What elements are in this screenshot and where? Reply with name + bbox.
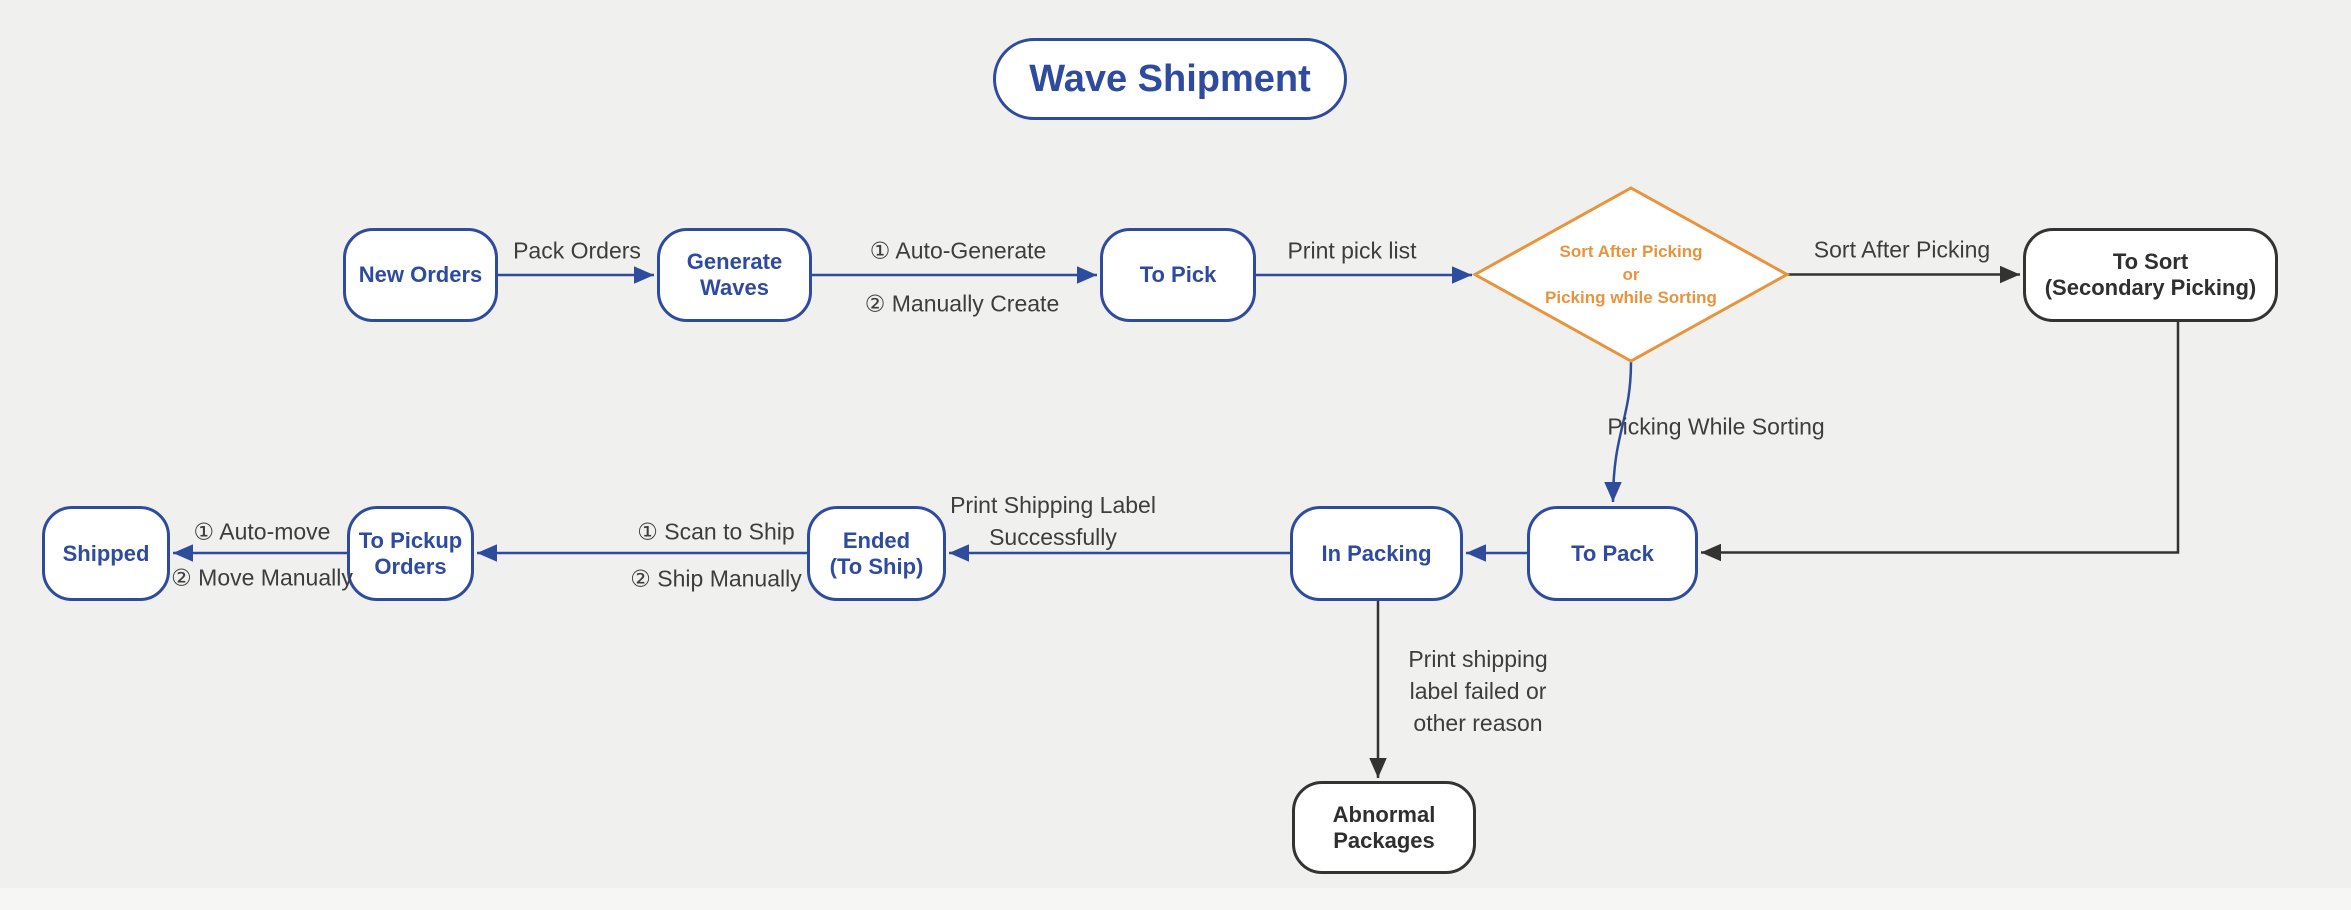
edge-label-print-label-success-line2: Successfully: [989, 524, 1117, 550]
node-ended-to-ship: Ended (To Ship): [807, 506, 946, 601]
node-to-pickup-line1: To Pickup: [358, 527, 463, 553]
node-ended-line2: (To Ship): [829, 553, 924, 579]
edge-label-manually-create: ② Manually Create: [864, 290, 1060, 317]
node-generate-waves-line2: Waves: [700, 275, 769, 300]
node-to-pickup-line2: Orders: [374, 553, 447, 579]
edge-label-pack-orders: Pack Orders: [513, 237, 641, 264]
edge-label-auto-move: ① Auto-move: [193, 518, 331, 545]
node-abnormal-line1: Abnormal: [1332, 801, 1436, 827]
node-to-sort-line1: To Sort: [2112, 249, 2189, 274]
edge-label-ship-manually: ② Ship Manually: [630, 565, 802, 592]
node-to-pick: To Pick: [1100, 228, 1256, 322]
decision-label-line1: Sort After Picking: [1559, 242, 1703, 261]
node-new-orders: New Orders: [343, 228, 498, 322]
edge-decision-to-to-pack: [1604, 361, 1633, 503]
edge-label-print-label-failed: Print shipping label failed or other rea…: [1408, 643, 1547, 739]
node-new-orders-label: New Orders: [358, 262, 483, 287]
edge-label-move-manually: ② Move Manually: [171, 564, 353, 591]
decision-label-line2: or: [1622, 265, 1640, 284]
decision-diamond-shape: [1471, 186, 1791, 363]
node-abnormal-packages: Abnormal Packages: [1292, 781, 1476, 874]
node-to-pickup-orders: To Pickup Orders: [347, 506, 474, 601]
node-shipped-label: Shipped: [62, 540, 150, 566]
node-generate-waves: Generate Waves: [657, 228, 812, 322]
node-in-packing: In Packing: [1290, 506, 1463, 601]
edge-label-print-pick-list: Print pick list: [1287, 237, 1417, 264]
decision-label: Sort After Picking or Picking while Sort…: [1475, 240, 1787, 309]
edge-label-print-label-failed-line3: other reason: [1413, 710, 1543, 736]
node-to-sort-line2: (Secondary Picking): [2044, 275, 2257, 300]
node-in-packing-label: In Packing: [1321, 540, 1432, 566]
node-shipped: Shipped: [42, 506, 170, 601]
edge-label-print-label-success: Print Shipping Label Successfully: [950, 489, 1156, 553]
node-to-sort: To Sort (Secondary Picking): [2023, 228, 2278, 322]
edge-label-auto-generate: ① Auto-Generate: [869, 237, 1047, 264]
edge-label-print-label-failed-line1: Print shipping: [1408, 646, 1548, 672]
node-abnormal-line2: Packages: [1333, 827, 1435, 853]
node-to-pack-label: To Pack: [1571, 540, 1654, 566]
bottom-strip: [0, 888, 2351, 910]
flow-title: Wave Shipment: [993, 38, 1347, 120]
edge-to-sort-to-to-pack: [1701, 322, 2180, 562]
edge-label-print-label-failed-line2: label failed or: [1409, 678, 1547, 704]
edge-label-scan-to-ship: ① Scan to Ship: [637, 518, 795, 545]
edge-label-print-label-success-line1: Print Shipping Label: [950, 492, 1156, 518]
flow-title-label: Wave Shipment: [1029, 57, 1311, 100]
node-generate-waves-line1: Generate: [686, 249, 783, 274]
edge-label-picking-while-sorting: Picking While Sorting: [1607, 413, 1825, 440]
node-ended-line1: Ended: [842, 527, 911, 553]
edge-label-sort-after-picking: Sort After Picking: [1813, 236, 1991, 263]
decision-label-line3: Picking while Sorting: [1545, 288, 1717, 307]
node-to-pack: To Pack: [1527, 506, 1698, 601]
node-to-pick-label: To Pick: [1139, 262, 1217, 287]
